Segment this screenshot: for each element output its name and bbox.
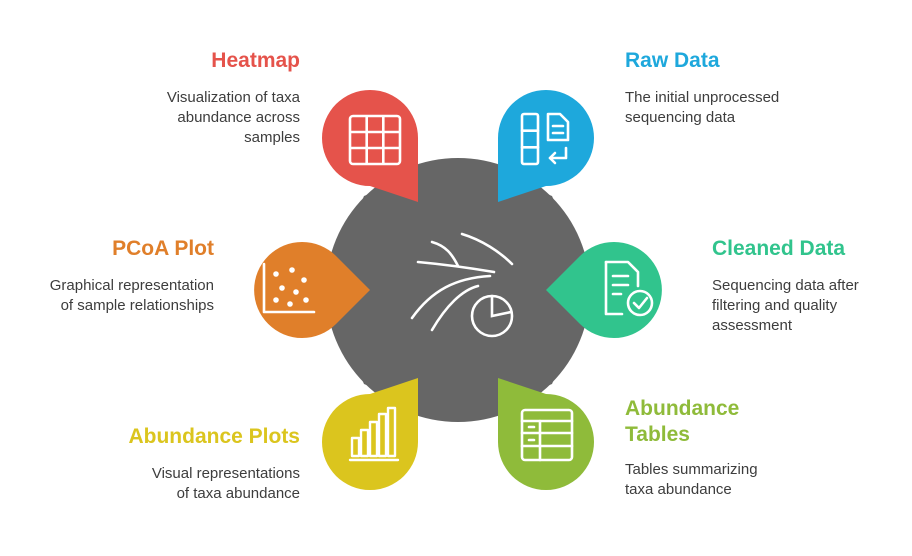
label-abundance-tables: Abundance Tables Tables summarizing taxa… — [625, 396, 825, 500]
pcoa-plot-title: PCoA Plot — [112, 237, 214, 260]
grid-icon — [348, 114, 402, 166]
label-raw-data: Raw Data The initial unprocessed sequenc… — [625, 48, 855, 128]
scatter-plot-icon — [262, 262, 316, 314]
label-abundance-plots: Abundance Plots Visual representations o… — [100, 424, 300, 504]
abundance-plots-title: Abundance Plots — [128, 425, 300, 448]
heatmap-title: Heatmap — [211, 49, 300, 72]
cleaned-data-description: Sequencing data after filtering and qual… — [712, 277, 859, 334]
checked-document-icon — [604, 260, 654, 317]
flow-to-pie-chart-icon — [410, 232, 514, 338]
label-heatmap: Heatmap Visualization of taxa abundance … — [120, 48, 300, 148]
pcoa-pin — [254, 242, 370, 338]
table-icon — [520, 408, 574, 462]
raw-data-description: The initial unprocessed sequencing data — [625, 89, 780, 126]
node-abundance-plots — [322, 378, 418, 490]
abundance-tables-description: Tables summarizing taxa abundance — [625, 461, 758, 498]
abundance-plots-description: Visual representations of taxa abundance — [151, 465, 300, 502]
raw-data-title: Raw Data — [625, 49, 720, 72]
node-cleaned-data — [546, 242, 662, 338]
raw-data-pin — [498, 90, 594, 202]
node-heatmap — [322, 90, 418, 202]
pcoa-plot-description: Graphical representation of sample relat… — [49, 277, 214, 314]
heatmap-description: Visualization of taxa abundance across s… — [166, 89, 300, 146]
node-pcoa-plot — [254, 242, 370, 338]
label-cleaned-data: Cleaned Data Sequencing data after filte… — [712, 236, 902, 336]
central-hub-body — [326, 158, 590, 422]
data-blocks-icon — [520, 112, 570, 166]
heatmap-pin — [322, 90, 418, 202]
label-pcoa-plot: PCoA Plot Graphical representation of sa… — [10, 236, 214, 316]
node-raw-data — [498, 90, 594, 202]
abundance-tables-title: Abundance Tables — [625, 397, 740, 446]
bar-chart-icon — [348, 406, 400, 462]
node-abundance-tables — [498, 378, 594, 490]
cleaned-data-title: Cleaned Data — [712, 237, 846, 260]
